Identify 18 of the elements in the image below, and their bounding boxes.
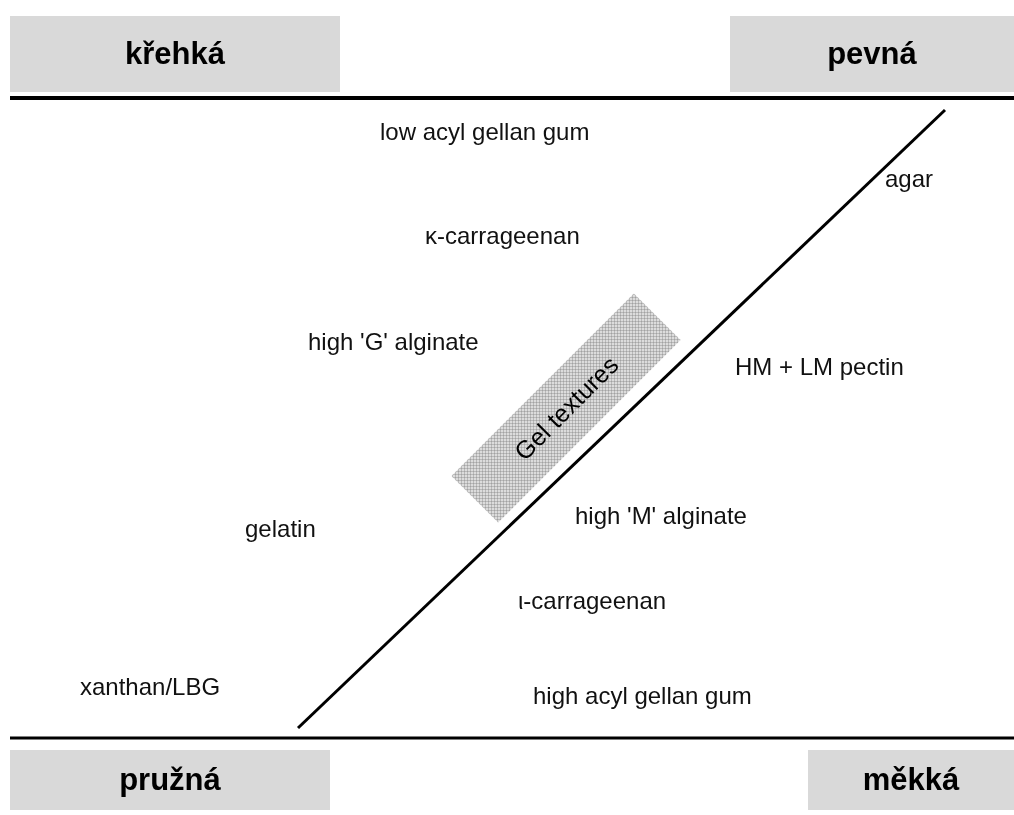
- material-label: xanthan/LBG: [80, 673, 221, 701]
- material-label: gelatin: [245, 515, 316, 543]
- material-label: ι-carrageenan: [518, 587, 667, 615]
- corner-label: křehká: [125, 36, 225, 72]
- corner-box: [808, 750, 1014, 810]
- corner-label: pružná: [119, 762, 221, 798]
- material-label: low acyl gellan gum: [380, 118, 590, 146]
- corner-label: pevná: [827, 36, 917, 72]
- corner-box: [10, 16, 340, 92]
- corner-label: měkká: [862, 762, 960, 798]
- material-label: agar: [885, 165, 934, 193]
- corner-box: [730, 16, 1014, 92]
- material-label: κ-carrageenan: [425, 222, 580, 250]
- material-label: high acyl gellan gum: [533, 682, 752, 710]
- material-label: HM + LM pectin: [735, 353, 904, 381]
- material-label: high 'G' alginate: [308, 328, 479, 356]
- material-label: high 'M' alginate: [575, 502, 747, 530]
- corner-box: [10, 750, 330, 810]
